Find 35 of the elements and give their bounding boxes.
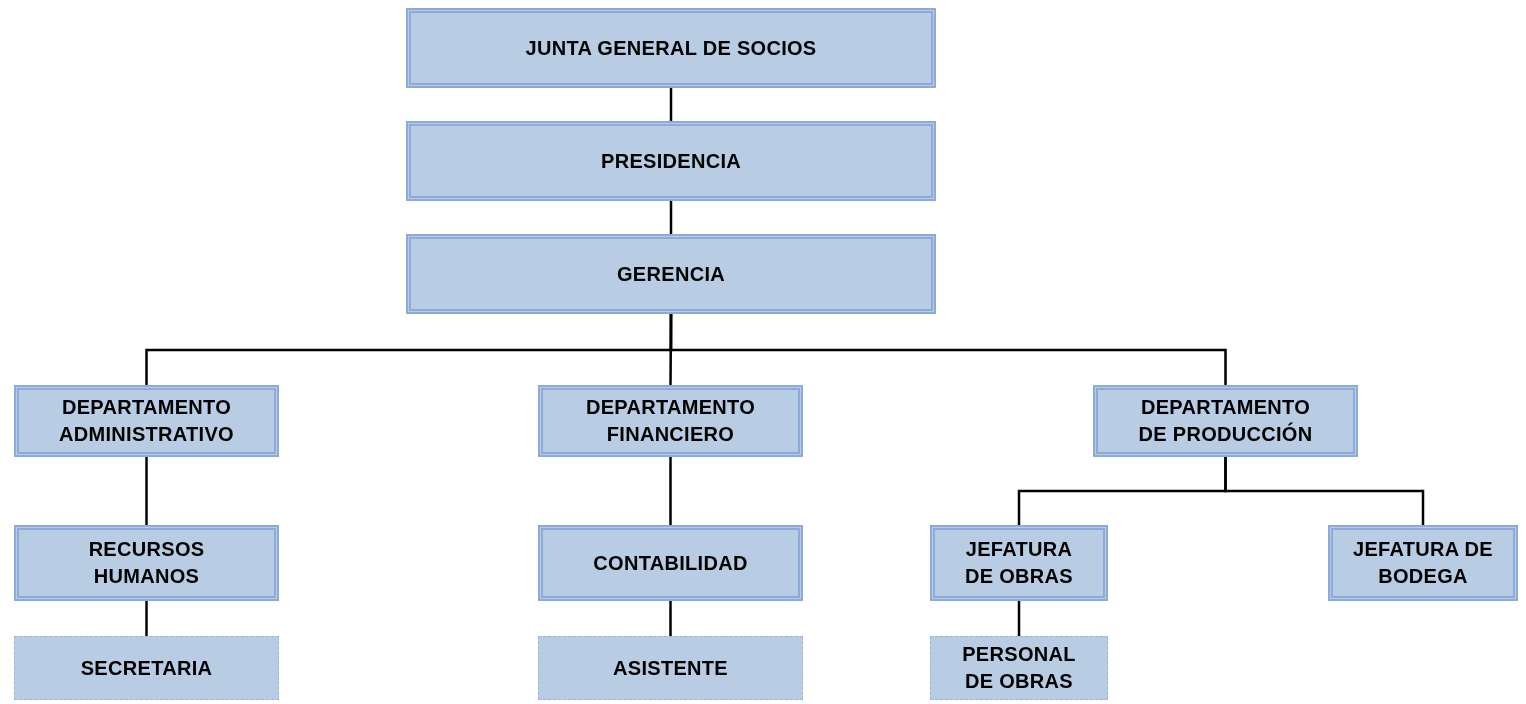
connector-line xyxy=(145,457,148,525)
box-label: JUNTA GENERAL DE SOCIOS xyxy=(525,35,817,61)
org-box xyxy=(538,636,803,700)
box-label: PERSONAL DE OBRAS xyxy=(961,642,1077,694)
connector-line xyxy=(669,314,1227,385)
org-box xyxy=(930,525,1108,601)
box-label: SECRETARIA xyxy=(80,655,213,681)
box-label: CONTABILIDAD xyxy=(593,550,748,576)
connector-line xyxy=(669,201,673,234)
connector-line xyxy=(1224,457,1425,525)
org-box xyxy=(406,234,936,314)
connector-line xyxy=(1017,601,1021,636)
org-box xyxy=(930,636,1108,700)
org-box xyxy=(1328,525,1518,601)
org-box xyxy=(538,525,803,601)
box-label: PRESIDENCIA xyxy=(601,148,741,174)
box-label: DEPARTAMENTO ADMINISTRATIVO xyxy=(58,395,235,447)
box-label: JEFATURA DE OBRAS xyxy=(964,537,1074,589)
connector-line xyxy=(669,88,673,121)
box-label: DEPARTAMENTO DE PRODUCCIÓN xyxy=(1137,395,1314,447)
box-label: GERENCIA xyxy=(617,261,725,287)
org-box xyxy=(406,8,936,88)
connector-line xyxy=(669,457,672,525)
connector-line xyxy=(145,601,148,636)
box-label: DEPARTAMENTO FINANCIERO xyxy=(584,395,757,447)
connector-line xyxy=(669,601,672,636)
org-box xyxy=(406,121,936,201)
org-box xyxy=(14,636,279,700)
box-label: RECURSOS HUMANOS xyxy=(87,537,206,589)
org-box xyxy=(1093,385,1358,457)
org-box xyxy=(538,385,803,457)
box-label: JEFATURA DE BODEGA xyxy=(1352,537,1494,589)
org-box xyxy=(14,525,279,601)
org-box xyxy=(14,385,279,457)
box-label: ASISTENTE xyxy=(613,655,728,681)
